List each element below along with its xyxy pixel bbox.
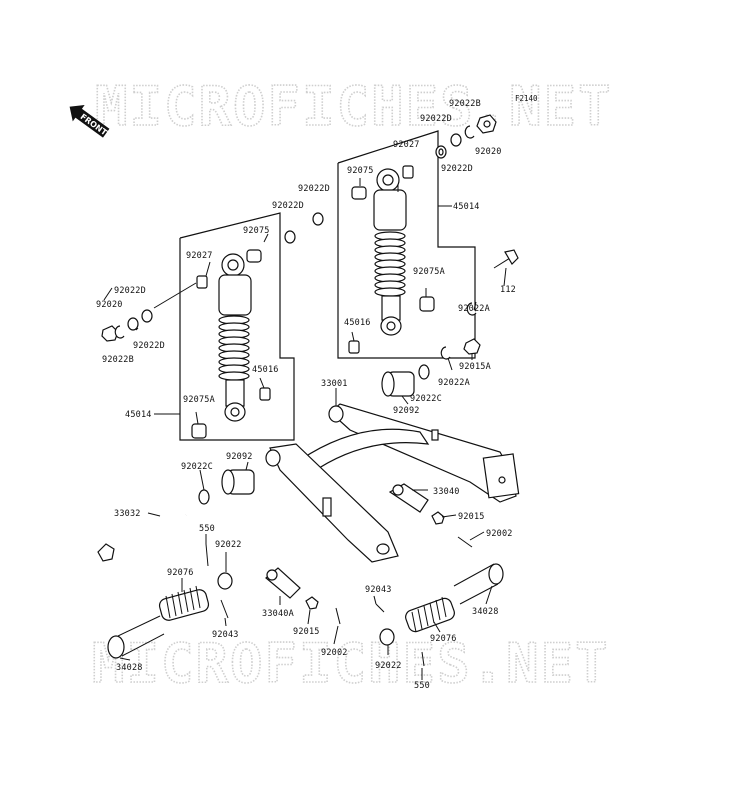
callout-92022a-b: 92022A xyxy=(438,378,470,388)
collar-45016-left xyxy=(259,387,271,401)
pin-92043-left xyxy=(220,599,229,619)
callout-92022d-left2: 92022D xyxy=(133,341,165,351)
right-shock-frame xyxy=(337,130,476,359)
callout-33032: 33032 xyxy=(114,509,141,519)
callout-92043-right: 92043 xyxy=(365,585,392,595)
washer-92022c-left xyxy=(198,489,210,505)
bushing-92075-left xyxy=(246,249,262,263)
callout-92022b-left: 92022B xyxy=(102,355,134,365)
watermark-bottom: MICROFICHES.NET xyxy=(92,632,610,695)
left-mount-fasteners xyxy=(101,282,197,342)
washer-92022a-lower xyxy=(440,346,451,360)
callout-92075-right: 92075 xyxy=(347,166,374,176)
callout-34028-right: 34028 xyxy=(472,607,499,617)
washer-92022-right xyxy=(379,628,395,646)
pin-92043-right xyxy=(375,603,385,613)
nut-92015-right xyxy=(431,511,445,525)
callout-550-right: 550 xyxy=(414,681,430,691)
footpeg-right xyxy=(405,596,455,633)
callout-33040: 33040 xyxy=(433,487,460,497)
callout-92015-right: 92015 xyxy=(458,512,485,522)
footpeg-left xyxy=(158,585,210,621)
callout-92015-mid: 92015 xyxy=(293,627,320,637)
callout-92076-left: 92076 xyxy=(167,568,194,578)
collar-45016-right xyxy=(348,340,360,354)
callout-92022c-left: 92022C xyxy=(181,462,213,472)
callout-92027-left: 92027 xyxy=(186,251,213,261)
callout-92002-right: 92002 xyxy=(486,529,513,539)
nut-92015a xyxy=(463,338,481,355)
callout-92022d-mid2: 92022D xyxy=(272,201,304,211)
washer-92022a-upper xyxy=(466,302,477,316)
callout-92022-left: 92022 xyxy=(215,540,242,550)
cotter-pin-550-right xyxy=(421,651,425,667)
callout-33040a: 33040A xyxy=(262,609,294,619)
bolt-92002-right xyxy=(457,536,473,548)
left-shock-absorber xyxy=(179,212,295,441)
left-shock-spring xyxy=(218,315,250,381)
footpeg-pin-34028-left xyxy=(107,615,165,659)
left-shock-frame xyxy=(179,212,295,441)
pivot-bushing-92092-right xyxy=(381,371,415,397)
callout-45016-left: 45016 xyxy=(252,365,279,375)
washer-92022c-right xyxy=(418,364,430,380)
bolt-92002-mid xyxy=(335,607,341,625)
top-right-fasteners xyxy=(284,114,497,244)
callout-92022d-mid: 92022D xyxy=(298,184,330,194)
callout-92015a: 92015A xyxy=(459,362,491,372)
callout-92075a-right: 92075A xyxy=(413,267,445,277)
figure-code: F2140 xyxy=(515,94,538,103)
bolt-112 xyxy=(493,249,519,269)
bushing-92075a-right xyxy=(419,296,435,312)
callout-92022c-right: 92022C xyxy=(410,394,442,404)
right-shock-spring xyxy=(374,231,406,297)
callout-112: 112 xyxy=(500,285,516,295)
callout-45016-right: 45016 xyxy=(344,318,371,328)
callout-92022-right: 92022 xyxy=(375,661,402,671)
callout-92022d-top2: 92022D xyxy=(441,164,473,174)
callout-92076-right: 92076 xyxy=(430,634,457,644)
callout-92022d-left: 92022D xyxy=(114,286,146,296)
callout-92022d-top: 92022D xyxy=(420,114,452,124)
footpeg-pin-34028-right xyxy=(453,563,504,605)
nut-92015-mid xyxy=(305,596,319,610)
cotter-pin-550-left xyxy=(205,543,209,567)
right-shock-absorber xyxy=(337,130,476,359)
callout-92092-left: 92092 xyxy=(226,452,253,462)
collar-92027-right xyxy=(402,165,414,179)
callout-550-left: 550 xyxy=(199,524,215,534)
callout-92020-left: 92020 xyxy=(96,300,123,310)
washer-92022-left xyxy=(217,572,233,590)
callout-92022a-a: 92022A xyxy=(458,304,490,314)
pivot-bushing-92092-left xyxy=(221,469,255,495)
callout-45014-left: 45014 xyxy=(125,410,152,420)
callout-92075a-left: 92075A xyxy=(183,395,215,405)
callout-92020-top: 92020 xyxy=(475,147,502,157)
callout-92092-right: 92092 xyxy=(393,406,420,416)
callout-92075-left: 92075 xyxy=(243,226,270,236)
bushing-92075-right xyxy=(351,186,367,200)
collar-92027-left xyxy=(196,275,208,289)
callout-92043-left: 92043 xyxy=(212,630,239,640)
callout-34028-left: 34028 xyxy=(116,663,143,673)
callout-33001: 33001 xyxy=(321,379,348,389)
callout-92027-right: 92027 xyxy=(393,140,420,150)
bushing-92075a-left xyxy=(191,423,207,439)
pivot-shaft-33032 xyxy=(97,513,187,562)
callout-45014-right: 45014 xyxy=(453,202,480,212)
swing-arm xyxy=(265,403,520,563)
bracket-33040 xyxy=(388,483,429,513)
bracket-33040a xyxy=(265,567,301,599)
leader-lines xyxy=(103,178,507,680)
watermark-top: MICROFICHES.NET xyxy=(95,75,613,138)
callout-92022b-top: 92022B xyxy=(449,99,481,109)
callout-92002-mid: 92002 xyxy=(321,648,348,658)
callout-labels: 92022B 92022D 92022D 92020 92027 92075 4… xyxy=(96,99,516,691)
